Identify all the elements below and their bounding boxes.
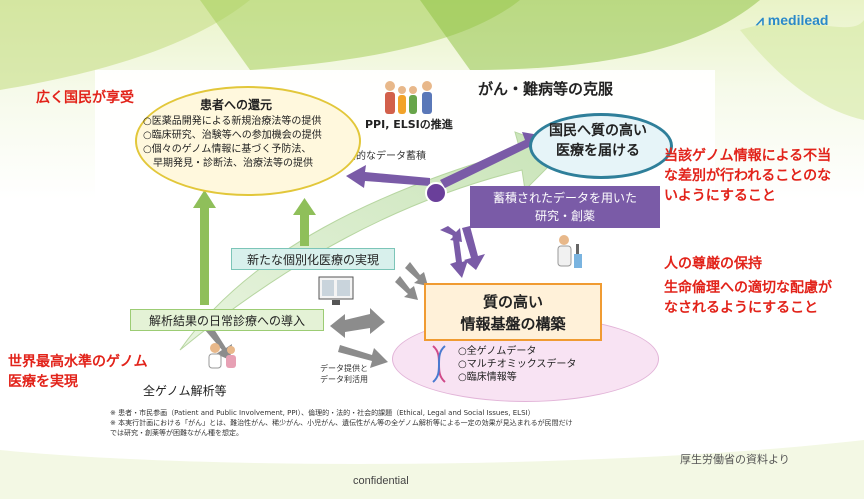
data-note-line: データ利活用: [320, 375, 368, 384]
discrimination-text: 当該ゲノム情報による不当 な差別が行われることのな いようにすること: [664, 146, 831, 206]
discrimination-line: な差別が行われることのな: [664, 168, 832, 184]
leaf-shape-left: [0, 0, 250, 90]
list-item: ○マルチオミックスデータ: [458, 359, 577, 370]
logo: ⩘ medilead: [756, 12, 829, 28]
patient-return-ellipse: [135, 86, 361, 196]
discrimination-line: いようにすること: [664, 188, 776, 204]
genome-analysis-label: 全ゲノム解析等: [143, 384, 227, 398]
footnote-line: ※ 患者・市民参画（Patient and Public Involvement…: [110, 409, 535, 417]
personalized-medicine-box: 新たな個別化医療の実現: [231, 248, 395, 270]
headline-title: がん・難病等の克服: [478, 80, 614, 98]
world-line: 医療を実現: [8, 374, 78, 390]
monitor-icon: [318, 276, 354, 305]
purple-arrow-down: [450, 232, 468, 278]
research-line: 研究・創薬: [534, 209, 595, 223]
research-line: 蓄積されたデータを用いた: [492, 191, 637, 205]
data-note-line: データ提供と: [320, 364, 368, 373]
gray-arrow-left-double: [330, 308, 385, 338]
green-arrow-left-shaft: [200, 205, 209, 305]
dna-icon: [432, 345, 446, 383]
dignity-text: 生命倫理への適切な配慮が なされるようにすること: [664, 278, 832, 318]
dignity-line: 生命倫理への適切な配慮が: [664, 280, 832, 296]
discrimination-line: 当該ゲノム情報による不当: [664, 148, 832, 164]
purple-arrow-left: [346, 165, 430, 188]
leaf-shape-bottom: [0, 440, 864, 499]
gray-arrow-small: [205, 326, 232, 360]
world-line: 世界最高水準のゲノム: [8, 354, 148, 370]
purple-arrow-up-right: [440, 132, 545, 188]
footnote-line: ※ 本実行計画における「がん」とは、難治性がん、稀少がん、小児がん、遺伝性がん等…: [110, 419, 573, 427]
list-item: ○臨床研究、治験等への参加機会の提供: [143, 130, 322, 141]
gray-arrow-to-orange: [395, 276, 418, 300]
footnotes: ※ 患者・市民参画（Patient and Public Involvement…: [110, 408, 710, 438]
family-icon: [385, 81, 432, 114]
scientist-icon: [557, 235, 582, 268]
green-arrow-middle-shaft: [300, 212, 309, 246]
world-standard-text: 世界最高水準のゲノム 医療を実現: [8, 352, 148, 392]
share-text: 広く国民が享受: [36, 90, 134, 106]
data-provision-note: データ提供と データ利活用: [320, 363, 368, 385]
dignity-title: 人の尊厳の保持: [664, 256, 762, 272]
doctor-patient-icon: [208, 343, 236, 369]
patient-return-title: 患者への還元: [200, 98, 273, 112]
source-label: 厚生労働省の資料より: [680, 453, 790, 466]
leaf-shape-right: [420, 0, 760, 70]
gray-arrow-down-right: [338, 345, 388, 368]
list-item: ○臨床情報等: [458, 372, 517, 383]
list-item: 早期発見・診断法、治療法等の提供: [143, 158, 313, 169]
green-arrow-middle-head: [293, 198, 316, 215]
gray-arrow-from-orange: [405, 262, 428, 286]
list-item: ○個々のゲノム情報に基づく予防法、: [143, 144, 312, 155]
logo-icon: ⩘: [756, 12, 768, 28]
research-box: 蓄積されたデータを用いた 研究・創薬: [470, 186, 660, 228]
purple-node: [425, 182, 447, 204]
strategic-data-label: 戦略的なデータ蓄積: [336, 151, 426, 162]
quality-medicine-text: 国民へ質の高い 医療を届ける: [533, 121, 663, 161]
infrastructure-line: 情報基盤の構築: [460, 315, 566, 333]
quality-medicine-line: 国民へ質の高い: [549, 123, 647, 139]
data-list: ○全ゲノムデータ ○マルチオミックスデータ ○臨床情報等: [458, 345, 576, 384]
purple-arrow-pair-2: [462, 226, 485, 270]
patient-return-list: ○医薬品開発による新規治療法等の提供 ○臨床研究、治験等への参加機会の提供 ○個…: [143, 115, 322, 171]
confidential-label: confidential: [353, 475, 409, 487]
infrastructure-box: 質の高い 情報基盤の構築: [424, 283, 602, 341]
list-item: ○全ゲノムデータ: [458, 346, 537, 357]
list-item: ○医薬品開発による新規治療法等の提供: [143, 116, 322, 127]
footnote-line: では研究・創薬等が困難ながん種を想定。: [110, 429, 243, 437]
quality-medicine-line: 医療を届ける: [556, 143, 640, 159]
purple-arrow-diagonal: [440, 226, 462, 242]
green-arrow-left-head: [193, 190, 216, 208]
daily-practice-box: 解析結果の日常診療への導入: [130, 309, 324, 331]
ppi-elsi-label: PPI, ELSIの推進: [365, 118, 453, 131]
leaf-shape-far-right: [740, 20, 864, 120]
quality-medicine-ellipse: [529, 113, 673, 179]
dignity-line: なされるようにすること: [664, 300, 819, 316]
infrastructure-line: 質の高い: [482, 293, 543, 311]
